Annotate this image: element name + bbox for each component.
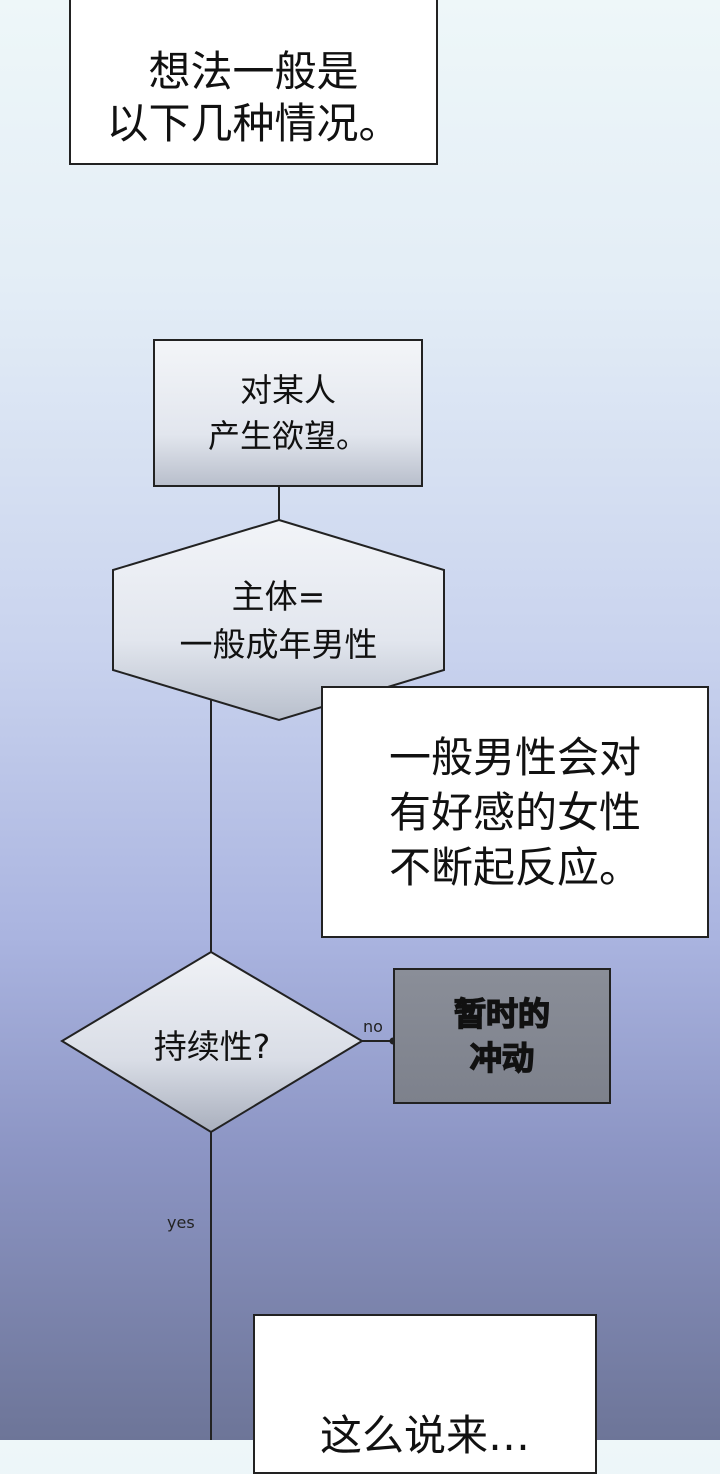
hexagon-shape — [112, 518, 445, 722]
caption-text: 一般男性会对 有好感的女性 不断起反应。 — [388, 732, 641, 892]
decision-text: 持续性? — [153, 1027, 271, 1066]
yes-label: yes — [167, 1213, 195, 1232]
hexagon-text: 主体= 一般成年男性 — [179, 577, 378, 664]
caption-box: 一般男性会对 有好感的女性 不断起反应。 — [321, 686, 709, 938]
start-text: 对某人 产生欲望。 — [207, 371, 368, 455]
decision-diamond — [60, 950, 364, 1134]
no-result-box: 暂时的 冲动 — [393, 968, 611, 1104]
intro-box: 想法一般是 以下几种情况。 — [69, 0, 438, 165]
intro-text: 想法一般是 以下几种情况。 — [106, 46, 401, 148]
bottom-text: 这么说来… — [319, 1411, 530, 1460]
no-result-text: 暂时的 冲动 — [453, 994, 551, 1078]
no-label: no — [363, 1017, 383, 1036]
flowchart-lines — [60, 486, 445, 1440]
bottom-box: 这么说来… — [253, 1314, 597, 1474]
start-box: 对某人 产生欲望。 — [153, 339, 423, 487]
